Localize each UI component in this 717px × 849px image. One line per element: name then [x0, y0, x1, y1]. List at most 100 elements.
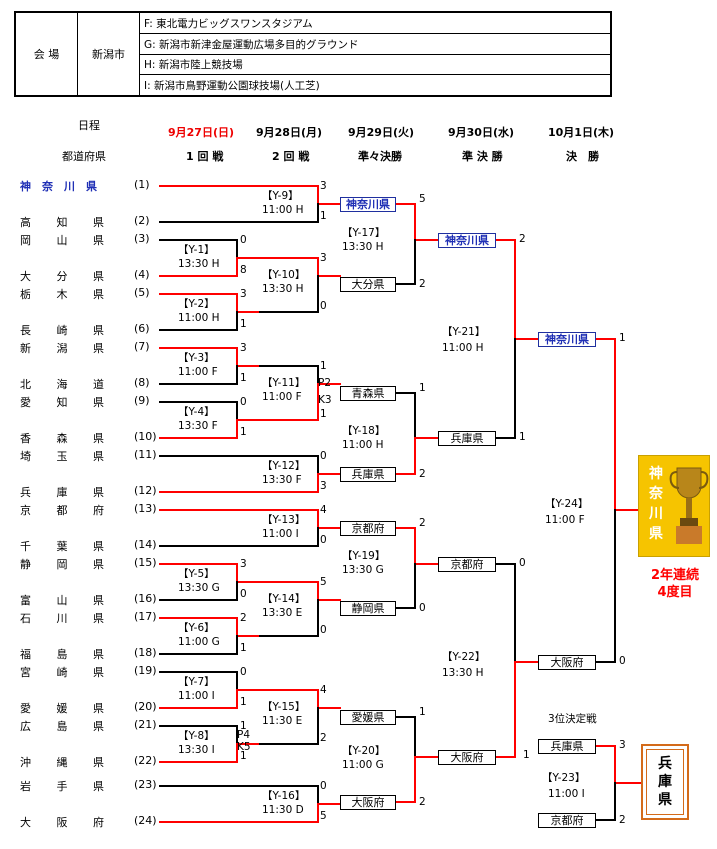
match-score: 0 [320, 450, 327, 462]
third-char: 庫 [658, 774, 672, 790]
team-seed: (20) [134, 700, 157, 713]
sf-team-box: 大阪府 [438, 750, 496, 765]
line-final-top [595, 338, 639, 511]
line-qf1-bot [395, 239, 416, 285]
team-seed: (11) [134, 448, 157, 461]
line-t17-y6 [159, 617, 261, 637]
match-score: 1 [419, 382, 426, 394]
team-name: 埼 玉 県 [20, 450, 104, 463]
match-time: 11:00 G [342, 759, 384, 771]
line-qf4-bot [395, 756, 439, 803]
team-name: 大 分 県 [20, 270, 104, 283]
team-name: 新 潟 県 [20, 342, 104, 355]
line-t19-y7 [159, 671, 238, 691]
team-seed: (13) [134, 502, 157, 515]
line-final-bot [595, 509, 616, 663]
line-t9-y4 [159, 401, 238, 421]
team-seed: (6) [134, 322, 150, 335]
match-code: 【Y-13】 [262, 514, 306, 526]
qf-team-box: 京都府 [340, 521, 396, 536]
match-score: 1 [320, 360, 327, 372]
match-score: 2 [320, 732, 327, 744]
qf-team-box: 大阪府 [340, 795, 396, 810]
match-score: 3 [240, 342, 247, 354]
line-y1-y10 [259, 257, 341, 277]
match-score: 2 [419, 517, 426, 529]
team-name: 神 奈 川 県 [20, 180, 97, 193]
match-time: 11:00 I [178, 690, 215, 702]
line-t21-y8 [159, 725, 238, 745]
match-score: 1 [240, 372, 247, 384]
line-t7-y3 [159, 347, 261, 367]
match-time: 11:00 G [178, 636, 220, 648]
final-team-box: 神奈川県 [538, 332, 596, 347]
venue-row-f: F: 東北電力ビッグスワンスタジアム [140, 13, 610, 34]
third-place-banner: 兵 庫 県 [641, 744, 689, 820]
venue-city: 新潟市 [78, 13, 140, 95]
match-score: 2 [419, 468, 426, 480]
match-time: 11:00 F [262, 391, 302, 403]
team-name: 千 葉 県 [20, 540, 104, 553]
line-y3-y11 [259, 365, 319, 385]
match-code: 【Y-9】 [262, 190, 299, 202]
match-score: 0 [619, 655, 626, 667]
match-time: 11:00 H [442, 342, 484, 354]
line-third-bot [595, 782, 616, 821]
match-time: 11:00 H [178, 312, 220, 324]
round-label-final: 決 勝 [566, 150, 599, 163]
match-score: 0 [320, 780, 327, 792]
match-code: 【Y-19】 [342, 550, 386, 562]
line-sf1-top [495, 239, 539, 340]
team-seed: (19) [134, 664, 157, 677]
champion-note-line: 2年連続 [650, 568, 700, 583]
match-time: 13:30 G [342, 564, 384, 576]
match-score: 0 [240, 396, 247, 408]
match-code: 【Y-10】 [262, 269, 306, 281]
third-team-box: 京都府 [538, 813, 596, 828]
match-score: 4 [320, 504, 327, 516]
pref-label: 都道府県 [62, 150, 106, 163]
line-y8-y15 [259, 707, 319, 745]
team-seed: (10) [134, 430, 157, 443]
team-name: 兵 庫 県 [20, 486, 104, 499]
line-t5-y2 [159, 293, 261, 313]
team-seed: (14) [134, 538, 157, 551]
line-t20-y7 [159, 689, 261, 709]
line-y2-y10 [259, 275, 319, 313]
schedule-label: 日程 [78, 119, 100, 132]
match-score: 1 [320, 408, 327, 420]
team-name: 愛 媛 県 [20, 702, 104, 715]
qf-team-box: 愛媛県 [340, 710, 396, 725]
match-time: 13:30 H [262, 283, 304, 295]
match-score: 1 [419, 706, 426, 718]
line-t11-y12 [159, 455, 319, 475]
match-score: 3 [619, 739, 626, 751]
team-name: 愛 知 県 [20, 396, 104, 409]
venue-row-h: H: 新潟市陸上競技場 [140, 55, 610, 75]
match-score: 2 [419, 796, 426, 808]
match-code: 【Y-14】 [262, 593, 306, 605]
line-t4-y1 [159, 257, 261, 277]
match-score: 5 [320, 810, 327, 822]
line-t3-y1 [159, 239, 238, 259]
match-code: 【Y-2】 [178, 298, 215, 310]
line-y5-y14 [259, 581, 341, 601]
team-name: 富 山 県 [20, 594, 104, 607]
line-qf4-top [395, 716, 416, 758]
sf-team-box: 京都府 [438, 557, 496, 572]
team-seed: (2) [134, 214, 150, 227]
match-score: 3 [320, 480, 327, 492]
champion-char: 神 [649, 466, 663, 482]
match-score: 0 [419, 602, 426, 614]
team-seed: (9) [134, 394, 150, 407]
match-code: 【Y-24】 [545, 498, 589, 510]
match-score: 1 [240, 750, 247, 762]
final-team-box: 大阪府 [538, 655, 596, 670]
match-score: 5 [419, 193, 426, 205]
third-char: 県 [658, 792, 672, 808]
match-score: 0 [240, 234, 247, 246]
team-name: 大 阪 府 [20, 816, 104, 829]
match-code: 【Y-18】 [342, 425, 386, 437]
champion-char: 川 [649, 506, 663, 522]
